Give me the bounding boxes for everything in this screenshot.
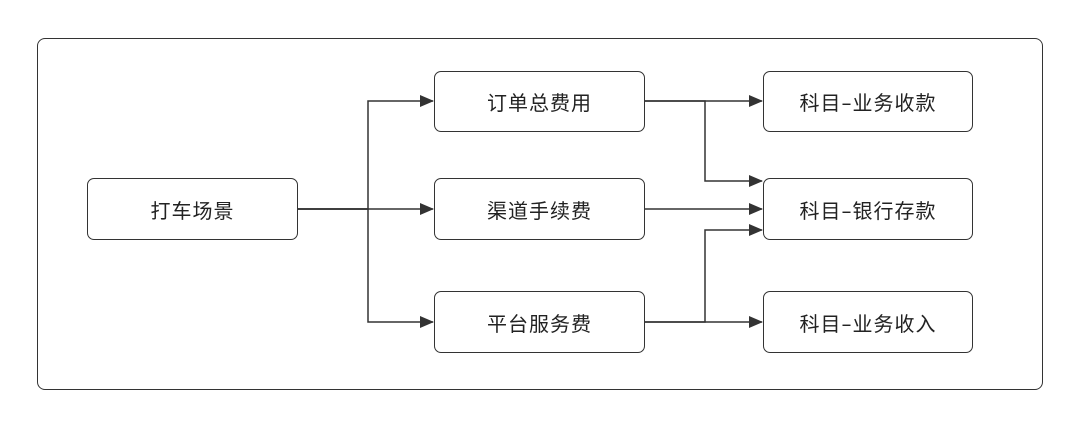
node-order-total-fee: 订单总费用	[434, 71, 645, 132]
node-channel-fee: 渠道手续费	[434, 178, 645, 240]
node-account-bank-deposit: 科目–银行存款	[763, 178, 973, 240]
node-account-business-receipts: 科目–业务收款	[763, 71, 973, 132]
node-account-business-income: 科目–业务收入	[763, 291, 973, 353]
node-taxi-scenario: 打车场景	[87, 178, 298, 240]
node-platform-service-fee: 平台服务费	[434, 291, 645, 353]
